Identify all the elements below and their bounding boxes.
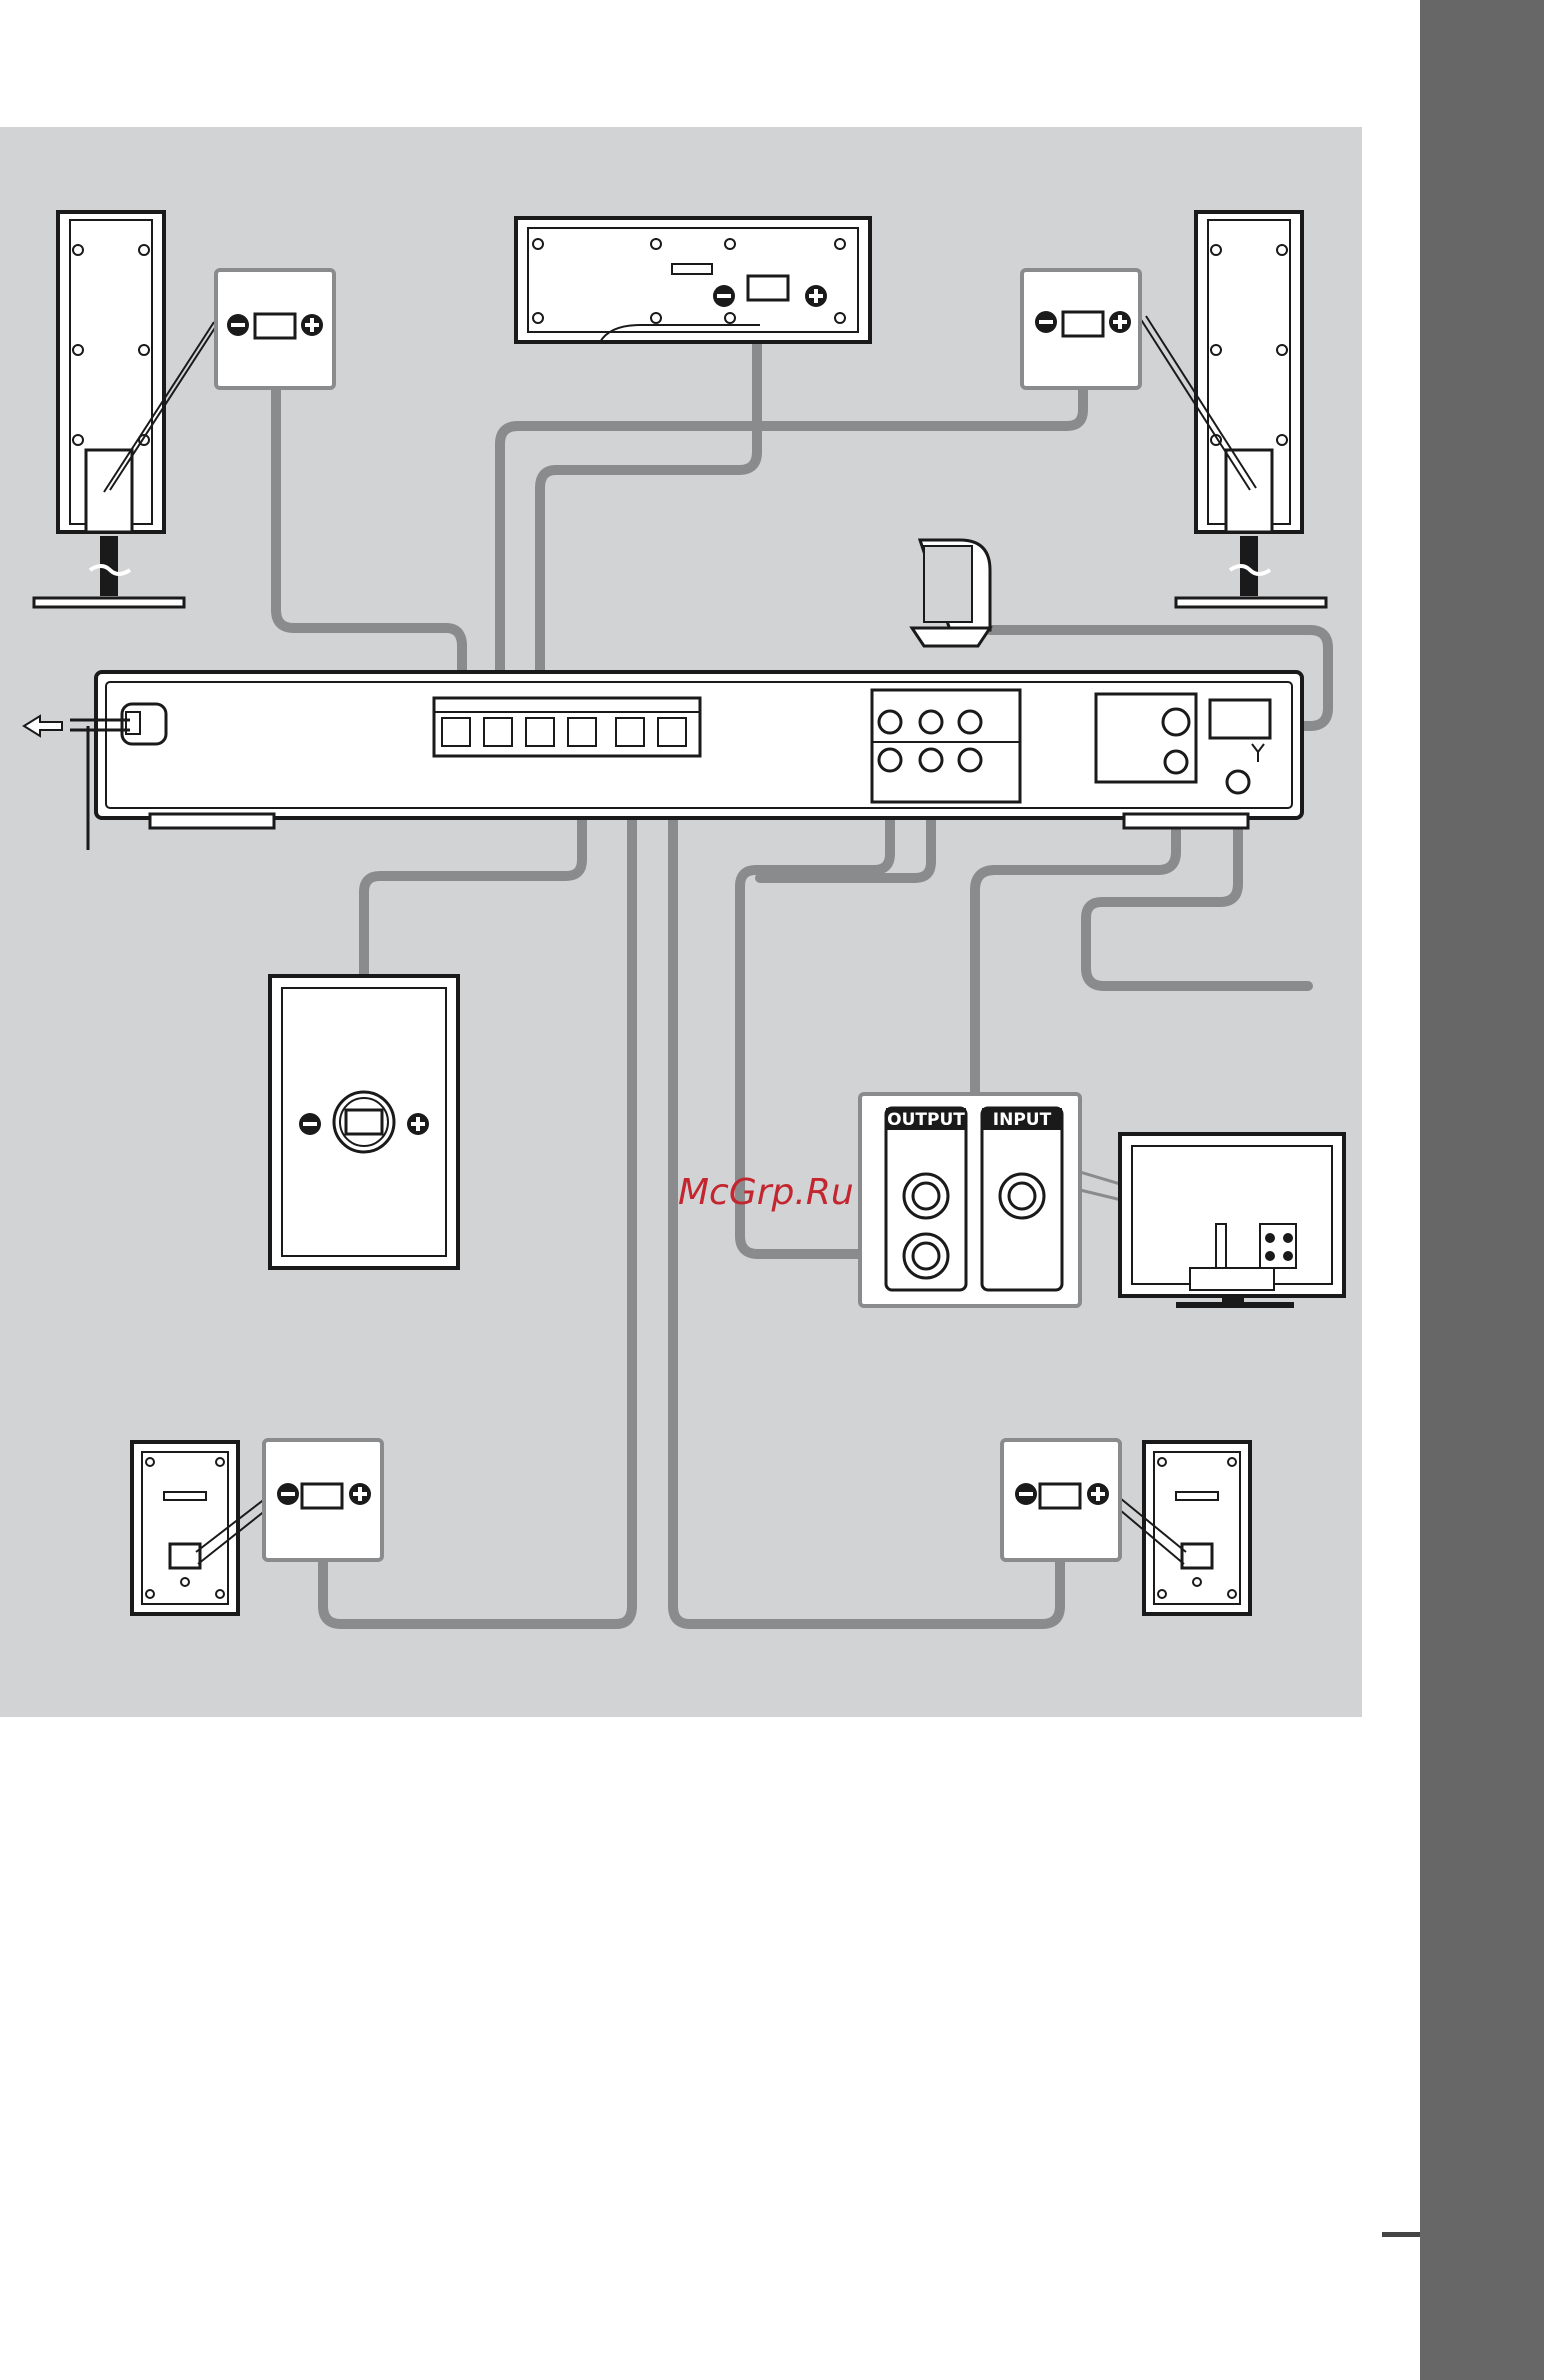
minus-circle-icon xyxy=(1015,1483,1037,1505)
plus-circle-icon xyxy=(349,1483,371,1505)
surround-left-speaker xyxy=(132,1442,266,1614)
input-label: INPUT xyxy=(993,1110,1052,1130)
front-right-terminal xyxy=(1022,270,1140,388)
minus-circle-icon xyxy=(713,285,735,307)
subwoofer xyxy=(270,976,458,1268)
cable-center-a xyxy=(540,308,757,725)
output-label: OUTPUT xyxy=(887,1110,965,1130)
plus-circle-icon xyxy=(1109,311,1131,333)
surround-right-terminal xyxy=(1002,1440,1120,1560)
cable-front-left xyxy=(276,340,462,725)
front-left-terminal xyxy=(216,270,334,388)
watermark-text: McGrp.Ru xyxy=(678,1172,854,1213)
cable-front-right xyxy=(500,340,1083,725)
plus-circle-icon xyxy=(301,314,323,336)
front-right-speaker xyxy=(1140,212,1326,607)
tv-set xyxy=(1120,1134,1344,1308)
minus-circle-icon xyxy=(299,1113,321,1135)
plus-circle-icon xyxy=(805,285,827,307)
surround-left-terminal xyxy=(264,1440,382,1560)
center-speaker xyxy=(516,218,870,342)
minus-circle-icon xyxy=(227,314,249,336)
surround-right-speaker xyxy=(1120,1442,1250,1614)
cables xyxy=(276,308,1328,1624)
receiver-unit xyxy=(24,672,1302,850)
front-left-speaker xyxy=(34,212,220,607)
minus-circle-icon xyxy=(1035,311,1057,333)
arrow-left-icon xyxy=(24,716,62,736)
plus-circle-icon xyxy=(407,1113,429,1135)
plus-circle-icon xyxy=(1087,1483,1109,1505)
minus-circle-icon xyxy=(277,1483,299,1505)
am-loop-antenna xyxy=(912,540,990,646)
